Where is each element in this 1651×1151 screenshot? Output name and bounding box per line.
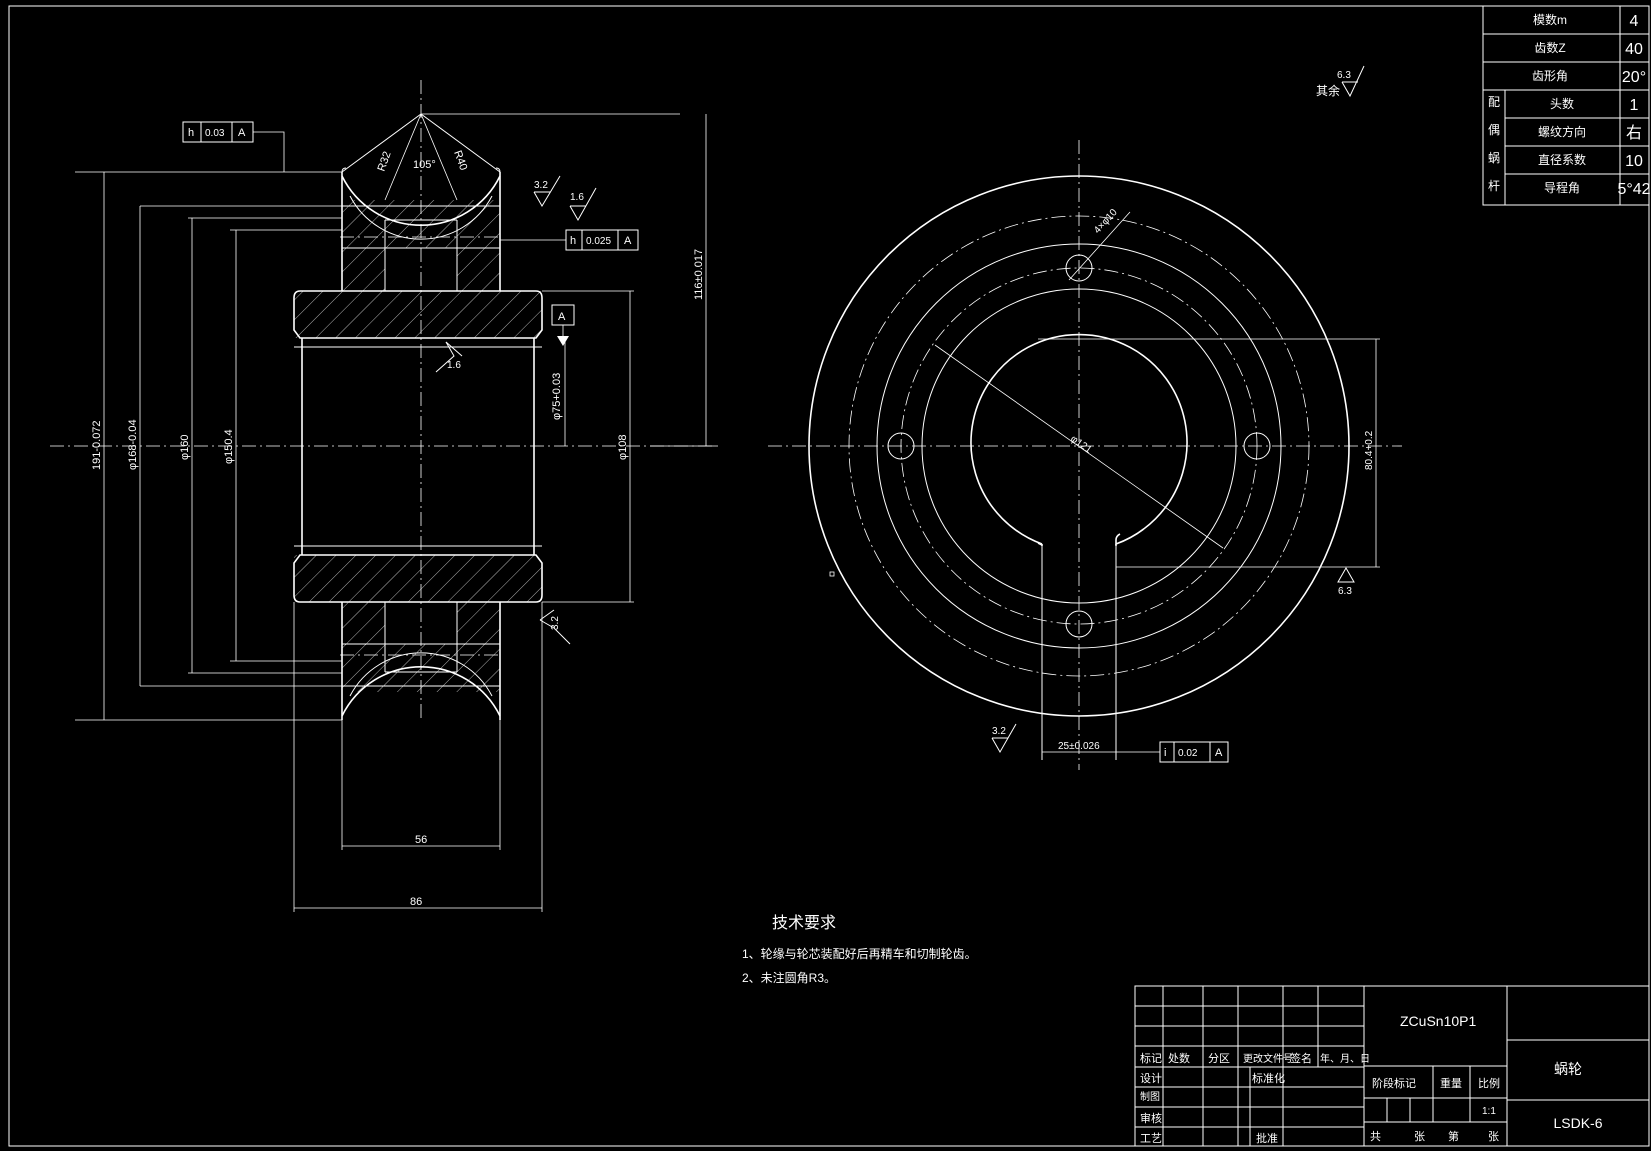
mating-worm-char-3: 蜗 (1488, 150, 1500, 165)
param-value-starts: 1 (1630, 97, 1639, 114)
tb-drawing-no: LSDK-6 (1553, 1115, 1602, 1131)
svg-text:1.6: 1.6 (570, 192, 584, 203)
gdt-frame-middle: h 0.025 A (500, 229, 639, 251)
svg-text:1.6: 1.6 (447, 360, 461, 371)
dim-holes: 4×φ10 (1092, 207, 1120, 236)
gdt-frame-keyway: i 0.02 A (1159, 741, 1229, 763)
gdt-keyway-datum: A (1215, 747, 1223, 759)
dim-center-116: 116±0.017 (693, 249, 705, 300)
tech-req-item-2: 2、未注圆角R3。 (742, 970, 836, 985)
roughness-tooth-top: 3.2 (533, 175, 561, 207)
tech-req-title: 技术要求 (772, 914, 836, 932)
gdt-top-datum: A (238, 127, 246, 139)
tb-header-mark: 标记 (1140, 1051, 1162, 1065)
svg-text:3.2: 3.2 (550, 616, 561, 630)
svg-text:3.2: 3.2 (534, 180, 548, 191)
gdt-top-symbol: h (188, 127, 194, 139)
gear-parameter-table: 模数m 4 齿数Z 40 齿形角 20° 头数 1 螺纹方向 右 直径系数 10… (1482, 5, 1651, 206)
roughness-face: 3.2 (539, 609, 571, 645)
tb-ratio: 比例 (1478, 1076, 1500, 1090)
section-view: R32 105° R40 191-0.072 φ168-0.04 φ160 φ1… (50, 80, 720, 912)
tb-material: ZCuSn10P1 (1400, 1013, 1476, 1029)
dim-dia-191: 191-0.072 (91, 420, 103, 470)
dim-width-56: 56 (415, 834, 427, 846)
roughness-tooth-side: 1.6 (569, 187, 597, 222)
param-label-module: 模数m (1533, 12, 1567, 27)
tb-part-name: 蜗轮 (1554, 1061, 1582, 1077)
param-value-lead-angle: 5°42 (1617, 181, 1650, 198)
tb-stage: 阶段标记 (1372, 1076, 1416, 1090)
gdt-top-value: 0.03 (205, 128, 225, 139)
dim-dia-160: φ160 (179, 435, 191, 461)
param-label-lead-angle: 导程角 (1544, 180, 1580, 195)
param-value-module: 4 (1630, 13, 1639, 30)
drawing-border (8, 5, 1650, 1147)
param-value-pressure-angle: 20° (1622, 69, 1646, 86)
tb-label-process: 工艺 (1140, 1132, 1162, 1145)
param-value-hand: 右 (1626, 124, 1642, 142)
param-label-teeth: 齿数Z (1534, 40, 1565, 55)
tb-sheets-unit-1: 张 (1414, 1130, 1425, 1143)
dim-dia-75: φ75+0.03 (551, 373, 563, 420)
mating-worm-char-2: 偶 (1488, 123, 1500, 137)
gdt-keyway-symbol: i (1164, 747, 1166, 759)
rest-roughness-prefix: 其余 (1316, 83, 1340, 98)
front-view: 4×φ10 φ121 80.4+0.2 25±0.026 i 0.02 A 6.… (768, 140, 1402, 770)
rest-roughness-value: 6.3 (1337, 70, 1351, 81)
tb-header-change-doc: 更改文件号 (1243, 1052, 1293, 1065)
tb-header-signature: 签名 (1290, 1051, 1312, 1065)
gdt-middle-symbol: h (570, 235, 576, 247)
tb-label-approve: 批准 (1256, 1131, 1278, 1145)
dim-r32: R32 (376, 150, 394, 173)
tb-label-draw: 制图 (1140, 1090, 1160, 1103)
dim-key-width: 25±0.026 (1058, 741, 1100, 752)
param-label-diameter-factor: 直径系数 (1538, 152, 1586, 167)
dim-angle: 105° (413, 159, 436, 171)
param-label-starts: 头数 (1550, 96, 1574, 111)
dim-dia-150: φ150.4 (223, 429, 235, 464)
tb-header-zone: 分区 (1208, 1052, 1230, 1065)
tb-label-standardize: 标准化 (1252, 1071, 1285, 1085)
datum-a-marker: A (551, 304, 575, 346)
gdt-middle-value: 0.025 (586, 236, 611, 247)
tb-scale: 1:1 (1482, 1106, 1496, 1117)
dim-key-depth: 80.4+0.2 (1364, 430, 1375, 470)
dim-dia-168: φ168-0.04 (127, 419, 139, 470)
dim-dia-108: φ108 (617, 435, 629, 461)
general-roughness-note: 其余 6.3 (1316, 65, 1365, 98)
tb-sheets-total: 共 (1370, 1130, 1381, 1143)
gdt-frame-top: h 0.03 A (182, 121, 285, 172)
tb-header-date: 年、月、日 (1320, 1052, 1370, 1065)
gdt-middle-datum: A (624, 235, 632, 247)
tb-weight: 重量 (1440, 1076, 1462, 1090)
dim-pcd: φ121 (1068, 433, 1094, 456)
tb-header-count: 处数 (1168, 1052, 1190, 1065)
svg-text:6.3: 6.3 (1338, 586, 1352, 597)
roughness-bore: 1.6 (435, 341, 463, 373)
tb-sheets-unit-2: 张 (1488, 1130, 1499, 1143)
mating-worm-char-4: 杆 (1488, 179, 1500, 193)
tb-sheets-number: 第 (1448, 1129, 1459, 1143)
title-block: 标记 处数 分区 更改文件号 签名 年、月、日 设计 制图 审核 工艺 标准化 … (1134, 985, 1650, 1147)
param-value-teeth: 40 (1625, 41, 1643, 58)
mating-worm-char-1: 配 (1488, 95, 1500, 109)
svg-text:3.2: 3.2 (992, 726, 1006, 737)
roughness-keyway-bottom: 3.2 (991, 723, 1017, 754)
param-value-diameter-factor: 10 (1625, 153, 1643, 170)
param-label-pressure-angle: 齿形角 (1532, 69, 1568, 83)
roughness-keyway-side: 6.3 (1337, 566, 1355, 597)
tech-req-item-1: 1、轮缘与轮芯装配好后再精车和切制轮齿。 (742, 946, 977, 961)
dim-width-86: 86 (410, 896, 422, 908)
dim-r40: R40 (451, 149, 469, 172)
tb-label-design: 设计 (1140, 1072, 1162, 1085)
param-label-hand: 螺纹方向 (1538, 124, 1586, 139)
tb-label-check: 审核 (1140, 1111, 1162, 1125)
datum-a-label: A (558, 311, 566, 323)
technical-requirements: 技术要求 1、轮缘与轮芯装配好后再精车和切制轮齿。 2、未注圆角R3。 (742, 914, 977, 985)
gdt-keyway-value: 0.02 (1178, 748, 1198, 759)
